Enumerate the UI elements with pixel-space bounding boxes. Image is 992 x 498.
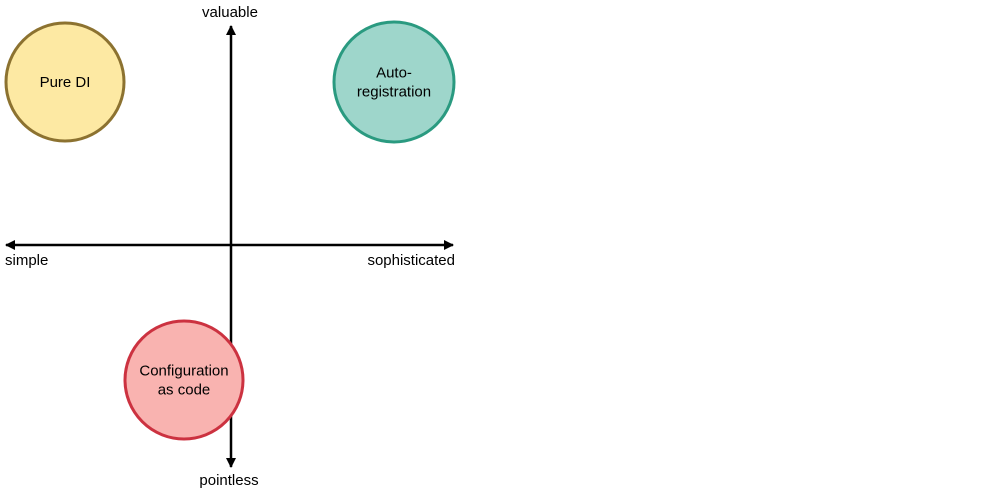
node-label-line: as code <box>158 382 211 399</box>
node-label-line: registration <box>357 84 431 101</box>
node-label: Pure DI <box>40 74 91 91</box>
axis-label-bottom: pointless <box>199 472 258 489</box>
axis-label-top: valuable <box>202 4 258 21</box>
node-label: Configuration as code <box>139 363 228 399</box>
node-circle <box>4 21 126 143</box>
node-label-line: Configuration <box>139 363 228 380</box>
node-configuration-as-code: Configuration as code <box>123 319 245 441</box>
node-label-line: Auto- <box>376 65 412 82</box>
axis-label-right: sophisticated <box>367 252 455 269</box>
node-pure-di: Pure DI <box>4 21 126 143</box>
node-auto-registration: Auto-registration <box>332 20 456 144</box>
node-circle <box>332 20 456 144</box>
axis-label-left: simple <box>5 252 48 269</box>
node-circle <box>123 319 245 441</box>
node-label: Auto-registration <box>357 65 431 101</box>
node-label-line: Pure DI <box>40 74 91 91</box>
